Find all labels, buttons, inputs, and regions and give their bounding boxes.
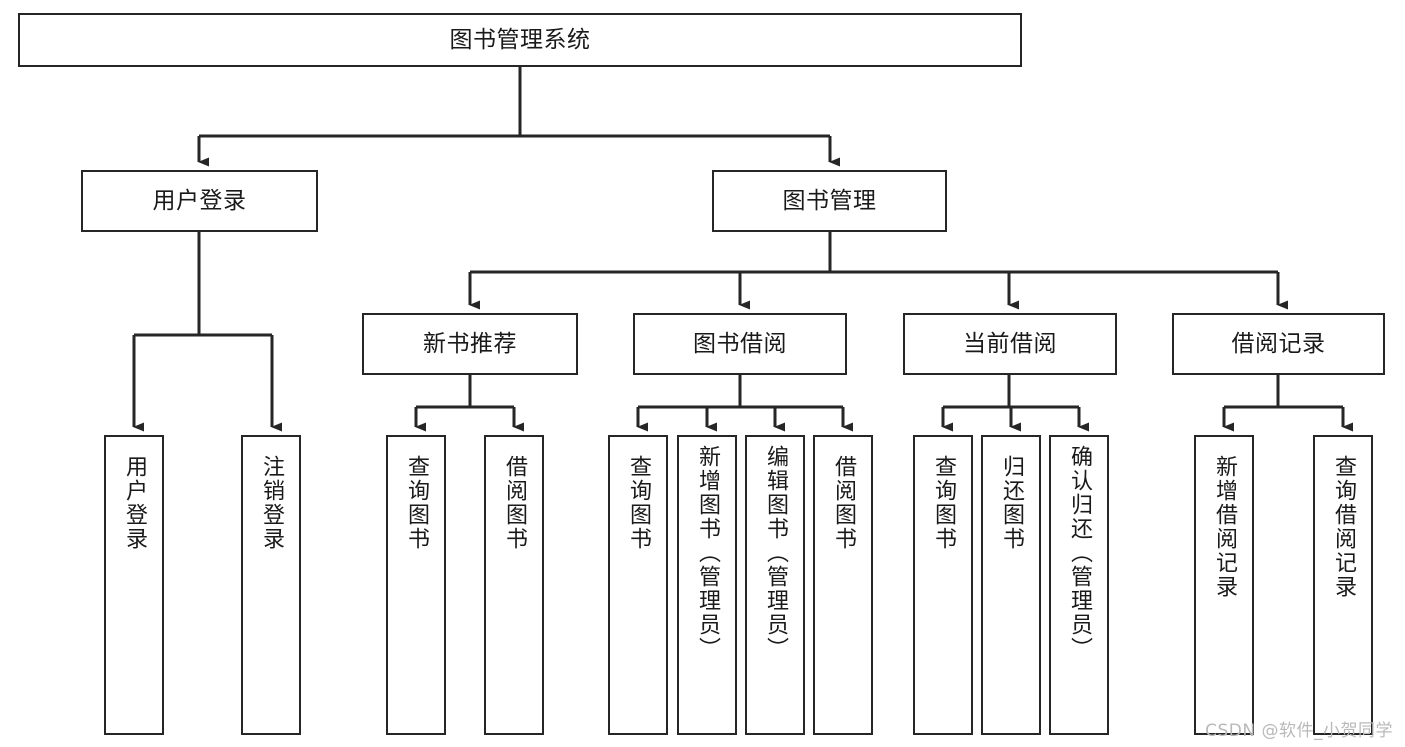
node-new-book-recommend-label: 新书推荐: [423, 330, 517, 357]
leaf-user-login-label: 用户登录: [122, 455, 147, 551]
node-root-label: 图书管理系统: [449, 26, 591, 53]
node-book-management-label: 图书管理: [782, 187, 877, 214]
node-borrow-records[interactable]: 借阅记录: [1172, 313, 1385, 375]
leaf-return-book-label: 归还图书: [999, 455, 1024, 551]
leaf-add-borrow-record[interactable]: 新增借阅记录: [1194, 435, 1254, 735]
leaf-confirm-return-admin-label: 确认归还（管理员）: [1067, 445, 1092, 661]
leaf-query-book-borrow[interactable]: 查询图书: [608, 435, 668, 735]
leaf-borrow-book-newbook-label: 借阅图书: [502, 455, 527, 551]
leaf-edit-book-admin-label: 编辑图书（管理员）: [763, 445, 788, 661]
node-user-login-label: 用户登录: [152, 187, 247, 214]
node-borrow-records-label: 借阅记录: [1231, 330, 1326, 357]
watermark-text: CSDN @软件_小贺同学: [1205, 721, 1393, 741]
leaf-edit-book-admin[interactable]: 编辑图书（管理员）: [745, 435, 805, 735]
leaf-return-book[interactable]: 归还图书: [981, 435, 1041, 735]
leaf-user-login[interactable]: 用户登录: [104, 435, 164, 735]
node-book-borrow[interactable]: 图书借阅: [633, 313, 847, 375]
node-root[interactable]: 图书管理系统: [18, 13, 1022, 67]
leaf-add-book-admin-label: 新增图书（管理员）: [695, 445, 720, 661]
leaf-query-book-borrow-label: 查询图书: [626, 455, 651, 551]
leaf-borrow-book-label: 借阅图书: [831, 455, 856, 551]
leaf-logout-label: 注销登录: [259, 455, 284, 551]
leaf-query-book-newbook[interactable]: 查询图书: [386, 435, 446, 735]
leaf-query-book-newbook-label: 查询图书: [404, 455, 429, 551]
leaf-query-book-current[interactable]: 查询图书: [913, 435, 973, 735]
leaf-add-book-admin[interactable]: 新增图书（管理员）: [677, 435, 737, 735]
leaf-borrow-book-newbook[interactable]: 借阅图书: [484, 435, 544, 735]
node-current-borrow[interactable]: 当前借阅: [903, 313, 1117, 375]
node-book-borrow-label: 图书借阅: [693, 330, 787, 357]
node-user-login[interactable]: 用户登录: [81, 170, 318, 232]
node-new-book-recommend[interactable]: 新书推荐: [362, 313, 578, 375]
leaf-borrow-book[interactable]: 借阅图书: [813, 435, 873, 735]
leaf-query-borrow-record-label: 查询借阅记录: [1331, 455, 1356, 599]
leaf-logout[interactable]: 注销登录: [241, 435, 301, 735]
node-current-borrow-label: 当前借阅: [963, 330, 1057, 357]
leaf-query-book-current-label: 查询图书: [931, 455, 956, 551]
leaf-confirm-return-admin[interactable]: 确认归还（管理员）: [1049, 435, 1109, 735]
leaf-query-borrow-record[interactable]: 查询借阅记录: [1313, 435, 1373, 735]
node-book-management[interactable]: 图书管理: [712, 170, 947, 232]
leaf-add-borrow-record-label: 新增借阅记录: [1212, 455, 1237, 599]
